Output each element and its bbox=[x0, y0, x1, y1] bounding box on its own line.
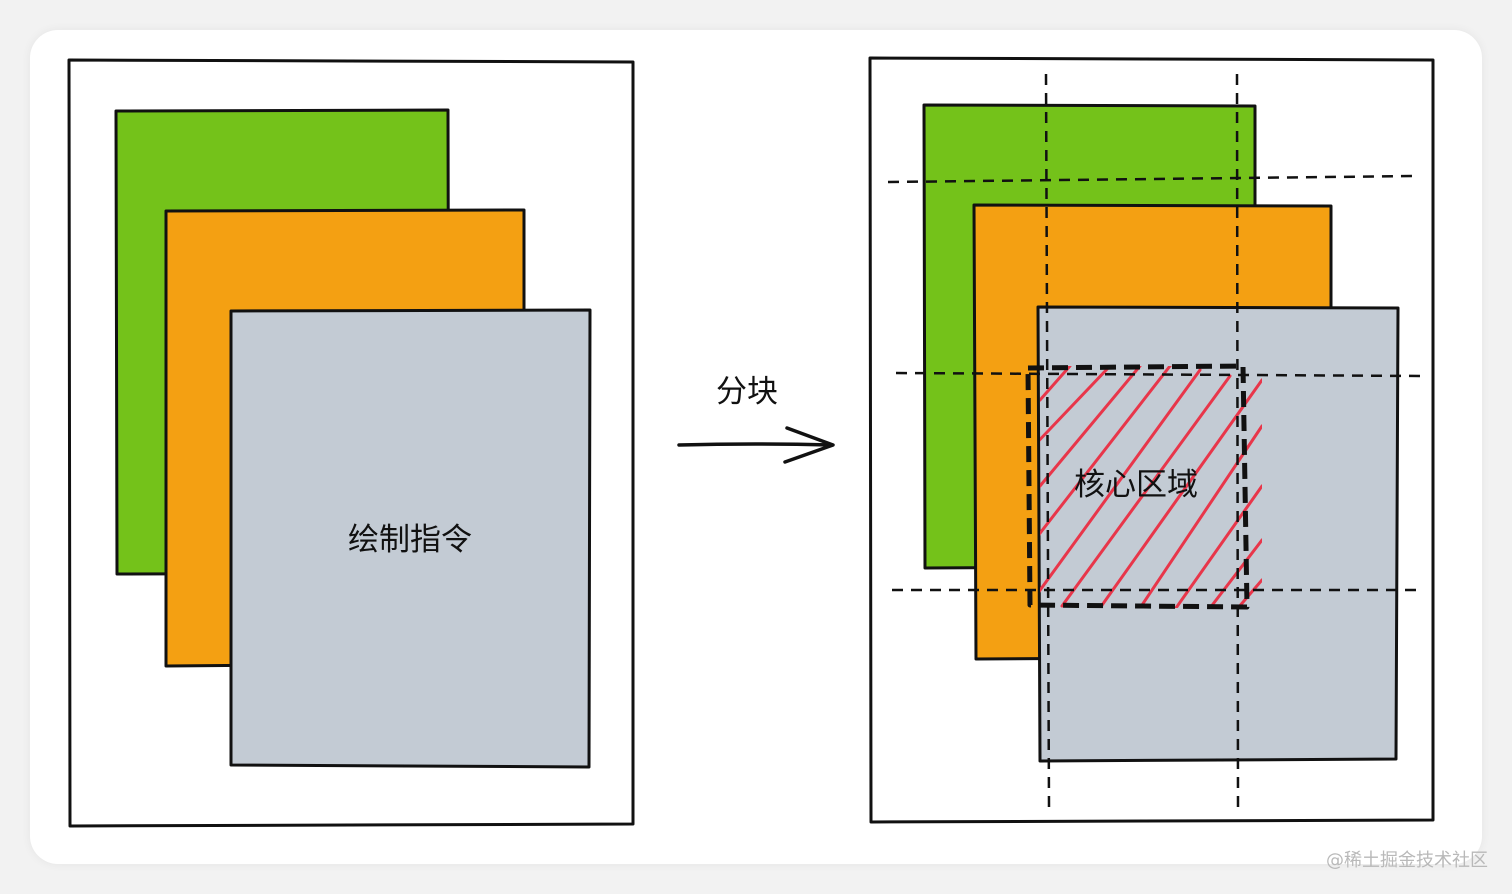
tile-line-v2 bbox=[1235, 73, 1240, 809]
tile-line-h1 bbox=[887, 174, 1417, 184]
core-area-border bbox=[1025, 363, 1250, 610]
tiling-label: 分块 bbox=[716, 374, 778, 410]
hatch-line bbox=[1208, 538, 1262, 608]
draw-commands-label: 绘制指令 bbox=[348, 522, 472, 558]
hatch-line bbox=[1236, 578, 1262, 608]
hatch-line bbox=[1138, 424, 1262, 608]
right-panel: 核心区域 bbox=[868, 56, 1435, 824]
left-gray-layer bbox=[229, 308, 592, 769]
hatch-line bbox=[1040, 366, 1172, 536]
watermark: @稀土掘金技术社区 bbox=[1326, 850, 1488, 871]
core-area-label: 核心区域 bbox=[1074, 467, 1198, 503]
arrow-shaft bbox=[677, 442, 834, 447]
tiling-arrow: 分块 bbox=[677, 374, 835, 464]
hatch-line bbox=[1040, 366, 1072, 402]
hatch-line bbox=[1060, 374, 1232, 608]
hatch-line bbox=[1040, 366, 1112, 442]
left-panel: 绘制指令 bbox=[67, 58, 635, 828]
hatch-line bbox=[1040, 368, 1202, 593]
hatch-line bbox=[1174, 484, 1262, 608]
hatch-line bbox=[1098, 378, 1262, 608]
tile-line-h2 bbox=[895, 371, 1423, 378]
tile-line-v1 bbox=[1044, 73, 1051, 809]
tile-grid bbox=[887, 73, 1423, 809]
arrow-head bbox=[783, 426, 835, 464]
